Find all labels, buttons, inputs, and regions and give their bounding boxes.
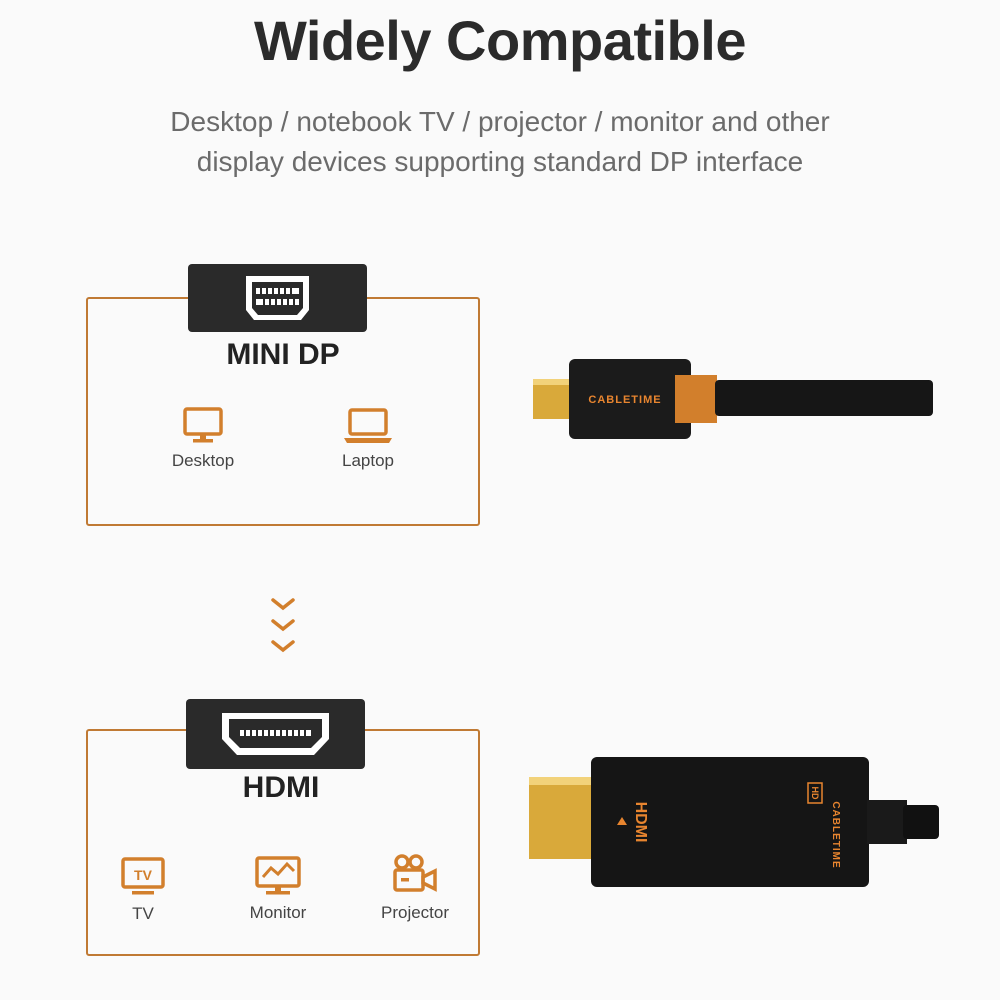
mini-dp-badge	[188, 264, 367, 332]
hdmi-badge	[186, 699, 365, 769]
svg-text:TV: TV	[134, 867, 153, 883]
hdmi-label: HDMI	[242, 771, 320, 804]
device-projector: Projector	[355, 853, 475, 923]
hdmi-cable-image: HDMI HD CABLETIME	[529, 757, 939, 887]
desktop-icon	[183, 407, 223, 443]
page-subtitle: Desktop / notebook TV / projector / moni…	[0, 102, 1000, 182]
mini-displayport-icon	[246, 276, 309, 320]
device-desktop: Desktop	[143, 405, 263, 471]
device-label: Monitor	[249, 903, 307, 922]
device-tv: TV TV	[83, 856, 203, 924]
svg-text:CABLETIME: CABLETIME	[588, 394, 661, 406]
device-label: Projector	[380, 903, 450, 922]
mini-dp-label: MINI DP	[226, 338, 340, 371]
hdmi-port-icon	[222, 713, 329, 755]
chevron-down-icon	[271, 598, 295, 653]
device-label: Desktop	[171, 451, 235, 470]
device-label: TV	[132, 904, 154, 923]
svg-text:HDMI: HDMI	[632, 802, 649, 843]
device-laptop: Laptop	[308, 405, 428, 471]
svg-text:CABLETIME: CABLETIME	[830, 801, 841, 868]
monitor-icon	[255, 856, 301, 895]
page-title: Widely Compatible	[254, 9, 746, 72]
laptop-icon	[344, 408, 392, 443]
projector-icon	[393, 854, 437, 892]
mini-dp-cable-image: CABLETIME	[533, 359, 933, 439]
tv-icon: TV	[121, 857, 165, 895]
svg-text:HD: HD	[810, 787, 820, 800]
device-monitor: Monitor	[218, 855, 338, 923]
device-label: Laptop	[342, 451, 394, 470]
subtitle-line-1: Desktop / notebook TV / projector / moni…	[170, 106, 830, 137]
subtitle-line-2: display devices supporting standard DP i…	[196, 146, 804, 177]
